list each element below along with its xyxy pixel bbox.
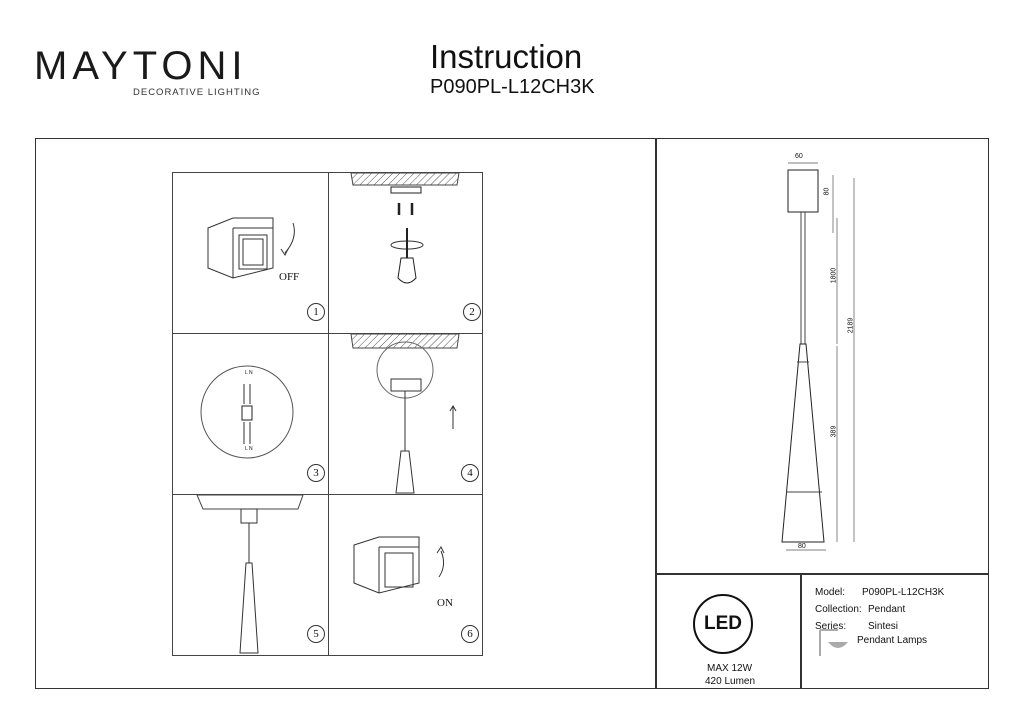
step-2-panel: 2	[328, 172, 483, 334]
step-label: ON	[437, 597, 453, 609]
model-value: P090PL-L12CH3K	[862, 587, 945, 598]
step-number: 5	[307, 625, 325, 643]
series-value: Sintesi	[868, 621, 899, 632]
collection-value: Pendant	[868, 604, 906, 615]
step-number: 3	[307, 464, 325, 482]
dimension-drawing	[781, 162, 855, 551]
collection-label: Collection:	[815, 604, 862, 615]
light-switch-on-icon	[353, 536, 445, 594]
brand-tagline: DECORATIVE LIGHTING	[133, 87, 261, 98]
lumen: 420 Lumen	[705, 676, 756, 687]
instruction-frame	[35, 138, 989, 689]
divider	[655, 573, 989, 575]
pendant-lamp-icon	[819, 629, 848, 656]
step-3-panel: L N L N 3	[172, 333, 329, 495]
dim-shade-width: 80	[798, 543, 806, 550]
divider	[655, 138, 657, 689]
step-number: 4	[461, 464, 479, 482]
dim-total: 2189	[847, 317, 855, 334]
model-label: Model:	[815, 587, 846, 598]
step-number: 2	[463, 303, 481, 321]
led-badge: LED	[693, 594, 753, 654]
header-model: P090PL-L12CH3K	[430, 76, 595, 98]
step-label: OFF	[279, 271, 300, 283]
step-6-panel: ON 6	[328, 494, 483, 656]
dim-canopy-height: 80	[823, 187, 831, 196]
light-switch-off-icon	[207, 217, 295, 279]
step-5-panel: 5	[172, 494, 329, 656]
step-number: 6	[461, 625, 479, 643]
step-number: 1	[307, 303, 325, 321]
type-value: Pendant Lamps	[857, 635, 928, 646]
step-4-panel: 4	[328, 333, 483, 495]
dim-cable: 1800	[830, 267, 838, 284]
wire-label-top: L N	[245, 370, 253, 376]
brand-logo: MAYTONI	[34, 44, 248, 88]
divider	[800, 573, 802, 689]
wire-label-bottom: L N	[245, 446, 253, 452]
dim-shade-height: 389	[830, 425, 838, 438]
ceiling-mount-screwdriver-icon	[350, 172, 460, 284]
series-label: Series:	[815, 621, 847, 632]
power: MAX 12W	[707, 663, 753, 674]
wiring-connection-icon	[200, 365, 294, 459]
page-title: Instruction	[430, 38, 583, 75]
pendant-hanging-icon	[196, 494, 304, 654]
dim-canopy-width: 60	[795, 153, 803, 160]
pendant-install-icon	[350, 333, 460, 494]
step-1-panel: OFF 1	[172, 172, 329, 334]
